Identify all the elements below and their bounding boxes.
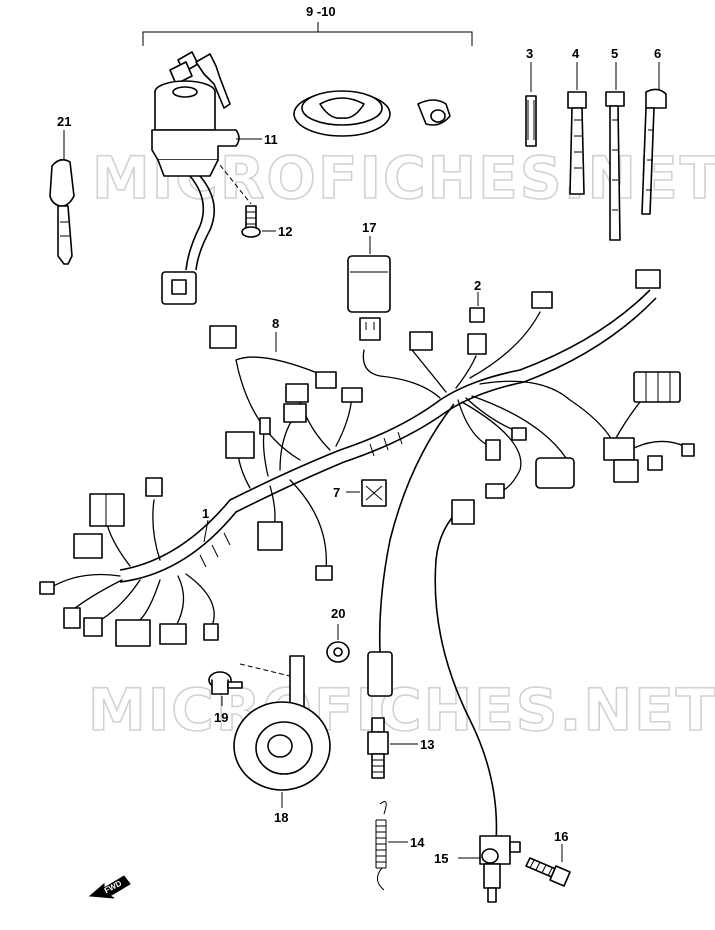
screw-12 (241, 205, 261, 238)
callout-2: 2 (474, 278, 481, 293)
switch-13 (367, 717, 389, 779)
switch-15 (479, 835, 521, 903)
forward-arrow-icon: FWD (88, 875, 131, 899)
callout-4: 4 (572, 46, 580, 61)
callout-19: 19 (214, 710, 228, 725)
callout-13: 13 (420, 737, 434, 752)
callout-16: 16 (554, 829, 568, 844)
callout-11: 11 (264, 132, 278, 147)
horn-18 (233, 655, 331, 791)
relay-17 (347, 255, 391, 341)
fuel-cap-lock (293, 90, 451, 137)
clip-7 (361, 479, 387, 507)
callout-9-10: 9 -10 (306, 4, 336, 19)
clamp-4 (567, 91, 587, 195)
band-3 (525, 95, 537, 147)
callout-20: 20 (331, 606, 345, 621)
main-wiring-harness (39, 269, 695, 843)
nut-20 (326, 641, 350, 663)
callout-12: 12 (278, 224, 292, 239)
callout-21: 21 (57, 114, 71, 129)
callout-1: 1 (202, 506, 209, 521)
clamp-6 (641, 88, 667, 215)
callout-5: 5 (611, 46, 618, 61)
clamp-5 (605, 91, 625, 241)
callout-6: 6 (654, 46, 661, 61)
callout-3: 3 (526, 46, 533, 61)
callout-18: 18 (274, 810, 288, 825)
spring-14 (375, 801, 387, 891)
bolt-19 (208, 671, 243, 695)
watermark-bottom: MICROFICHES.NET (88, 676, 715, 744)
callout-8: 8 (272, 316, 279, 331)
callout-17: 17 (362, 220, 376, 235)
callout-15: 15 (434, 851, 448, 866)
callout-14: 14 (410, 835, 425, 850)
bolt-16 (525, 857, 571, 887)
key-21 (49, 158, 75, 265)
group-bracket-9-10 (142, 31, 473, 46)
ignition-switch (151, 51, 240, 305)
callout-7: 7 (333, 485, 340, 500)
connector-2 (467, 307, 487, 355)
